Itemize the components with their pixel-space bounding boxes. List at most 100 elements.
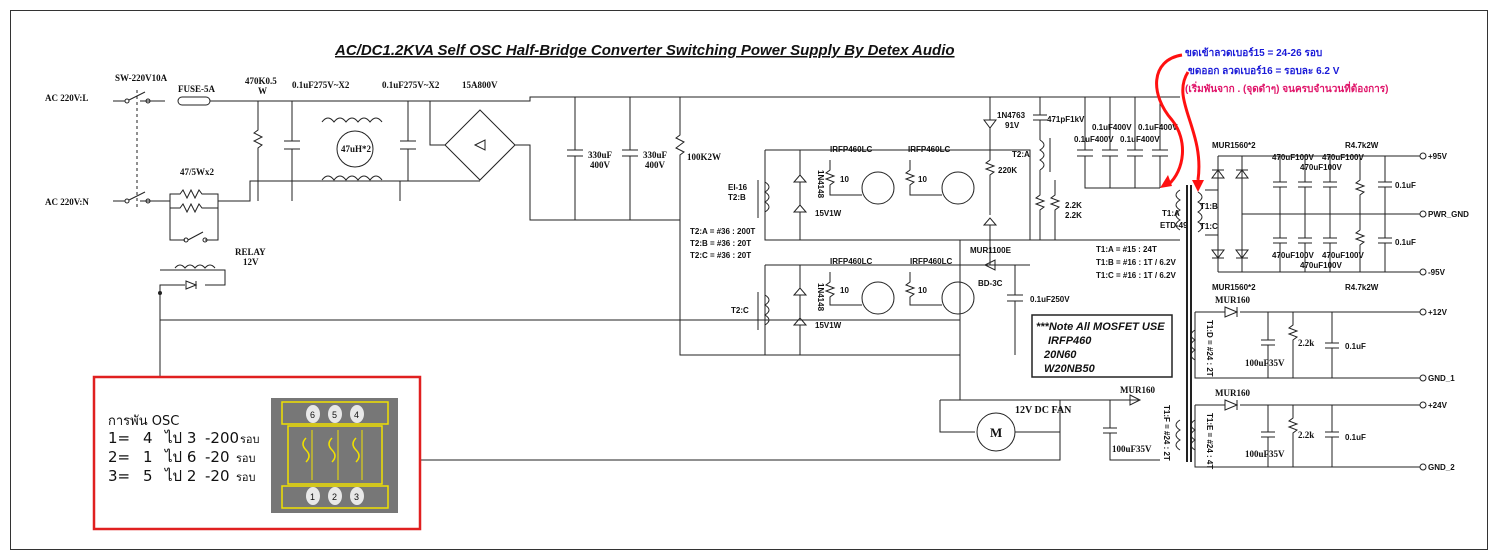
- osc-row-1: 1= 4 ไป 3 -200 รอบ: [108, 429, 260, 447]
- c470-d: 470uF100V: [1272, 251, 1314, 260]
- t2a-label: T2:A: [1012, 150, 1030, 159]
- osc-row-3-c: ไป 2: [164, 467, 196, 485]
- c400-b: 0.1uF400V: [1138, 123, 1178, 132]
- c01-d: 0.1uF: [1345, 433, 1366, 442]
- arrow-red-2-head: [1192, 180, 1204, 192]
- r10-b: 10: [918, 175, 927, 184]
- pin-6: 6: [310, 410, 315, 420]
- r220k-label: 220K: [998, 166, 1017, 175]
- zener-a-label: 15V1W: [815, 209, 842, 218]
- note-line-1: ***Note All MOSFET USE: [1036, 321, 1165, 333]
- t1-winding-b: T1:B = #16 : 1T / 6.2V: [1096, 258, 1176, 267]
- r22k-b: 2.2K: [1065, 211, 1082, 220]
- mosfet-q4-label: IRFP460LC: [910, 257, 952, 266]
- osc-heading: การพัน OSC: [108, 414, 179, 429]
- r10-a: 10: [840, 175, 849, 184]
- c470-f: 470uF100V: [1300, 261, 1342, 270]
- filter-caps: [1273, 156, 1337, 272]
- osc-row-1-c: ไป 3: [164, 429, 196, 447]
- note-line-4: W20NB50: [1044, 363, 1096, 375]
- bulk-caps: 330uF 400V 330uF 400V 100K2W: [567, 97, 721, 220]
- t2-winding-a: T2:A = #36 : 200T: [690, 227, 755, 236]
- osc-row-2-d: -20: [205, 448, 230, 466]
- zener-b-label: 15V1W: [815, 321, 842, 330]
- bleeder-label: 100K2W: [687, 152, 721, 162]
- winding-note-1: ขดเข้าลวดเบอร์15 = 24-26 รอบ: [1185, 47, 1322, 59]
- varistor-w-label: W: [258, 86, 267, 96]
- diac-label: BD-3C: [978, 279, 1003, 288]
- p12-label: +12V: [1428, 308, 1448, 317]
- c100-b: 100uF35V: [1245, 449, 1285, 459]
- osc-bobbin-image: 6 5 4 1 2 3: [271, 398, 398, 513]
- t1-winding-c: T1:C = #16 : 1T / 6.2V: [1096, 271, 1176, 280]
- r22k-a: 2.2K: [1065, 201, 1082, 210]
- p24-label: +24V: [1428, 401, 1448, 410]
- pin-4: 4: [354, 410, 359, 420]
- mosfet-note: ***Note All MOSFET USE IRFP460 20N60 W20…: [1031, 314, 1173, 378]
- pwr-gnd-label: PWR_GND: [1428, 210, 1469, 219]
- t2-winding-b: T2:B = #36 : 20T: [690, 239, 751, 248]
- osc-row-2-c: ไป 6: [164, 448, 196, 466]
- gnd1-label: GND_1: [1428, 374, 1455, 383]
- c470-c: 470uF100V: [1300, 163, 1342, 172]
- r2k2-a: 2.2k: [1298, 338, 1314, 348]
- c470-e: 470uF100V: [1322, 251, 1364, 260]
- c100-a: 100uF35V: [1245, 358, 1285, 368]
- c400-d: 0.1uF400V: [1120, 135, 1160, 144]
- mur160-c: MUR160: [1120, 385, 1155, 395]
- winding-notes: ขดเข้าลวดเบอร์15 = 24-26 รอบ ขดออก ลวดเบ…: [1155, 47, 1389, 192]
- arrow-red-1: [1155, 53, 1185, 187]
- switch-label: SW-220V10A: [115, 73, 168, 83]
- bulk1-volt: 400V: [590, 160, 611, 170]
- pin-1: 1: [310, 492, 315, 502]
- m95-label: -95V: [1428, 268, 1446, 277]
- etd-label: ETD-49: [1160, 221, 1188, 230]
- mur160-b: MUR160: [1215, 388, 1250, 398]
- osc-row-2: 2= 1 ไป 6 -20 รอบ: [108, 448, 256, 466]
- osc-row-1-d: -200: [205, 429, 239, 447]
- t1c-label: T1:C: [1200, 222, 1218, 231]
- startup-network: 1N4763 91V 220K MUR1100E BD-3C 0.1uF250V…: [970, 97, 1188, 355]
- c400-a: 0.1uF400V: [1092, 123, 1132, 132]
- note-line-3: 20N60: [1043, 349, 1077, 361]
- t2b-label: T2:B: [728, 193, 746, 202]
- t1b-label: T1:B: [1200, 202, 1218, 211]
- pin-3: 3: [354, 492, 359, 502]
- t1-winding-a: T1:A = #15 : 24T: [1096, 245, 1157, 254]
- osc-row-3-a: 3=: [108, 467, 130, 485]
- pin-5: 5: [332, 410, 337, 420]
- osc-row-1-e: รอบ: [240, 433, 260, 446]
- motor-letter: M: [990, 425, 1002, 440]
- r10-d: 10: [918, 286, 927, 295]
- osc-row-2-a: 2=: [108, 448, 130, 466]
- osc-row-1-b: 4: [143, 429, 153, 447]
- r10-c: 10: [840, 286, 849, 295]
- osc-row-3-d: -20: [205, 467, 230, 485]
- ntc-label: 47/5Wx2: [180, 167, 215, 177]
- mosfet-q2-label: IRFP460LC: [908, 145, 950, 154]
- input-neutral-label: AC 220V:N: [45, 197, 89, 207]
- r47-top: R4.7k2W: [1345, 141, 1379, 150]
- gnd2-label: GND_2: [1428, 463, 1455, 472]
- mur160-a: MUR160: [1215, 295, 1250, 305]
- arrow-red-1-head: [1160, 175, 1172, 188]
- bulk2-volt: 400V: [645, 160, 666, 170]
- diode-1n4148-a: 1N4148: [816, 170, 825, 199]
- mosfet-q3-label: IRFP460LC: [830, 257, 872, 266]
- bulk1-label: 330uF: [588, 150, 613, 160]
- secondary-95v: T1:B T1:C MUR1560*2 MUR1560*2 470uF100V …: [1200, 141, 1469, 292]
- cap-x2-b-label: 0.1uF275V~X2: [382, 80, 440, 90]
- p95-label: +95V: [1428, 152, 1448, 161]
- osc-row-1-a: 1=: [108, 429, 130, 447]
- mur1100-label: MUR1100E: [970, 246, 1012, 255]
- r2k2-b: 2.2k: [1298, 430, 1314, 440]
- mosfet-q1-label: IRFP460LC: [830, 145, 872, 154]
- osc-row-2-e: รอบ: [236, 452, 256, 465]
- c01-c: 0.1uF: [1345, 342, 1366, 351]
- pin-2: 2: [332, 492, 337, 502]
- c470-b: 470uF100V: [1322, 153, 1364, 162]
- varistor-label: 470K0.5: [245, 76, 277, 86]
- zener-91-label: 1N4763: [997, 111, 1026, 120]
- c471-label: 471pF1kV: [1047, 115, 1085, 124]
